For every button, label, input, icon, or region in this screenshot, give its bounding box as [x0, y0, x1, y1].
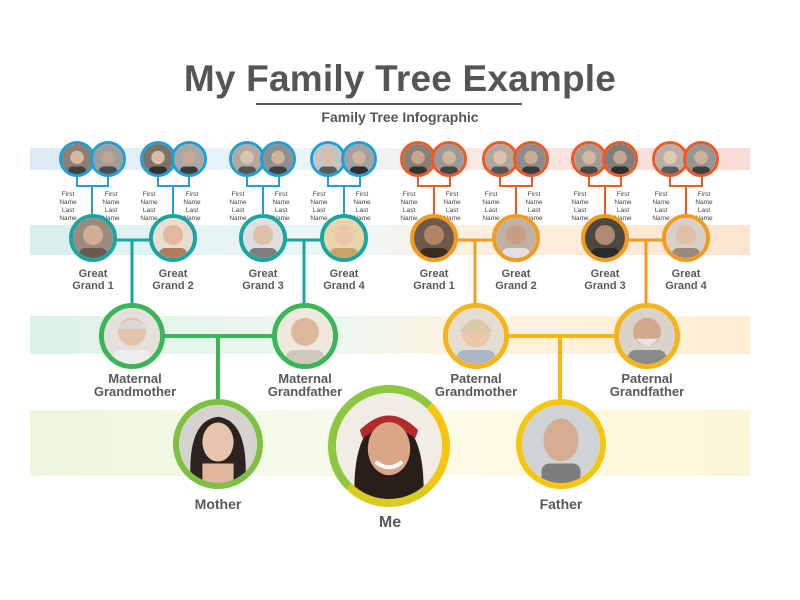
- great-grand-photo-maternal-2: [149, 214, 197, 262]
- ancestor-photo: [341, 141, 377, 177]
- mother-photo: [173, 399, 263, 489]
- paternal-grandfather-photo: [614, 303, 680, 369]
- page-subtitle: Family Tree Infographic: [321, 109, 479, 125]
- person-icon: [232, 144, 262, 174]
- ancestor-photo: [652, 141, 688, 177]
- mother-label: Mother: [194, 496, 242, 512]
- person-icon: [414, 218, 454, 258]
- person-icon: [344, 144, 374, 174]
- person-icon: [153, 218, 193, 258]
- person-icon: [434, 144, 464, 174]
- ancestor-photo: [513, 141, 549, 177]
- maternal-grandmother-photo: [99, 303, 165, 369]
- person-icon: [104, 308, 160, 364]
- great-grand-photo-paternal-3: [581, 214, 629, 262]
- title-underline: [256, 103, 522, 105]
- person-icon: [62, 144, 92, 174]
- great-grand-photo-maternal-1: [69, 214, 117, 262]
- ancestor-photo: [140, 141, 176, 177]
- person-icon: [179, 405, 257, 483]
- ancestor-photo: [683, 141, 719, 177]
- band-ancestors: [30, 148, 750, 170]
- me-photo: [328, 385, 450, 507]
- person-icon: [448, 308, 504, 364]
- person-icon: [277, 308, 333, 364]
- person-icon: [585, 218, 625, 258]
- ancestor-photo: [171, 141, 207, 177]
- person-icon: [605, 144, 635, 174]
- ancestor-photo: [602, 141, 638, 177]
- person-icon: [73, 218, 113, 258]
- maternal-grandfather-photo: [272, 303, 338, 369]
- ancestor-photo: [400, 141, 436, 177]
- person-icon: [93, 144, 123, 174]
- person-icon: [324, 218, 364, 258]
- father-label: Father: [539, 496, 583, 512]
- great-grand-photo-paternal-4: [662, 214, 710, 262]
- ancestor-photo: [229, 141, 265, 177]
- person-icon: [403, 144, 433, 174]
- person-icon: [485, 144, 515, 174]
- person-icon: [686, 144, 716, 174]
- person-icon: [243, 218, 283, 258]
- person-icon: [655, 144, 685, 174]
- person-icon: [336, 393, 442, 499]
- paternal-grandmother-photo: [443, 303, 509, 369]
- person-icon: [143, 144, 173, 174]
- person-icon: [619, 308, 675, 364]
- ancestor-photo: [90, 141, 126, 177]
- person-icon: [313, 144, 343, 174]
- great-grand-photo-paternal-1: [410, 214, 458, 262]
- page-title: My Family Tree Example: [183, 58, 617, 99]
- great-grand-photo-maternal-3: [239, 214, 287, 262]
- me-label: Me: [378, 514, 402, 531]
- great-grand-photo-paternal-2: [492, 214, 540, 262]
- person-icon: [574, 144, 604, 174]
- ancestor-photo: [431, 141, 467, 177]
- person-icon: [666, 218, 706, 258]
- ancestor-photo: [260, 141, 296, 177]
- person-icon: [522, 405, 600, 483]
- person-icon: [496, 218, 536, 258]
- great-grand-photo-maternal-4: [320, 214, 368, 262]
- person-icon: [263, 144, 293, 174]
- father-photo: [516, 399, 606, 489]
- person-icon: [516, 144, 546, 174]
- person-icon: [174, 144, 204, 174]
